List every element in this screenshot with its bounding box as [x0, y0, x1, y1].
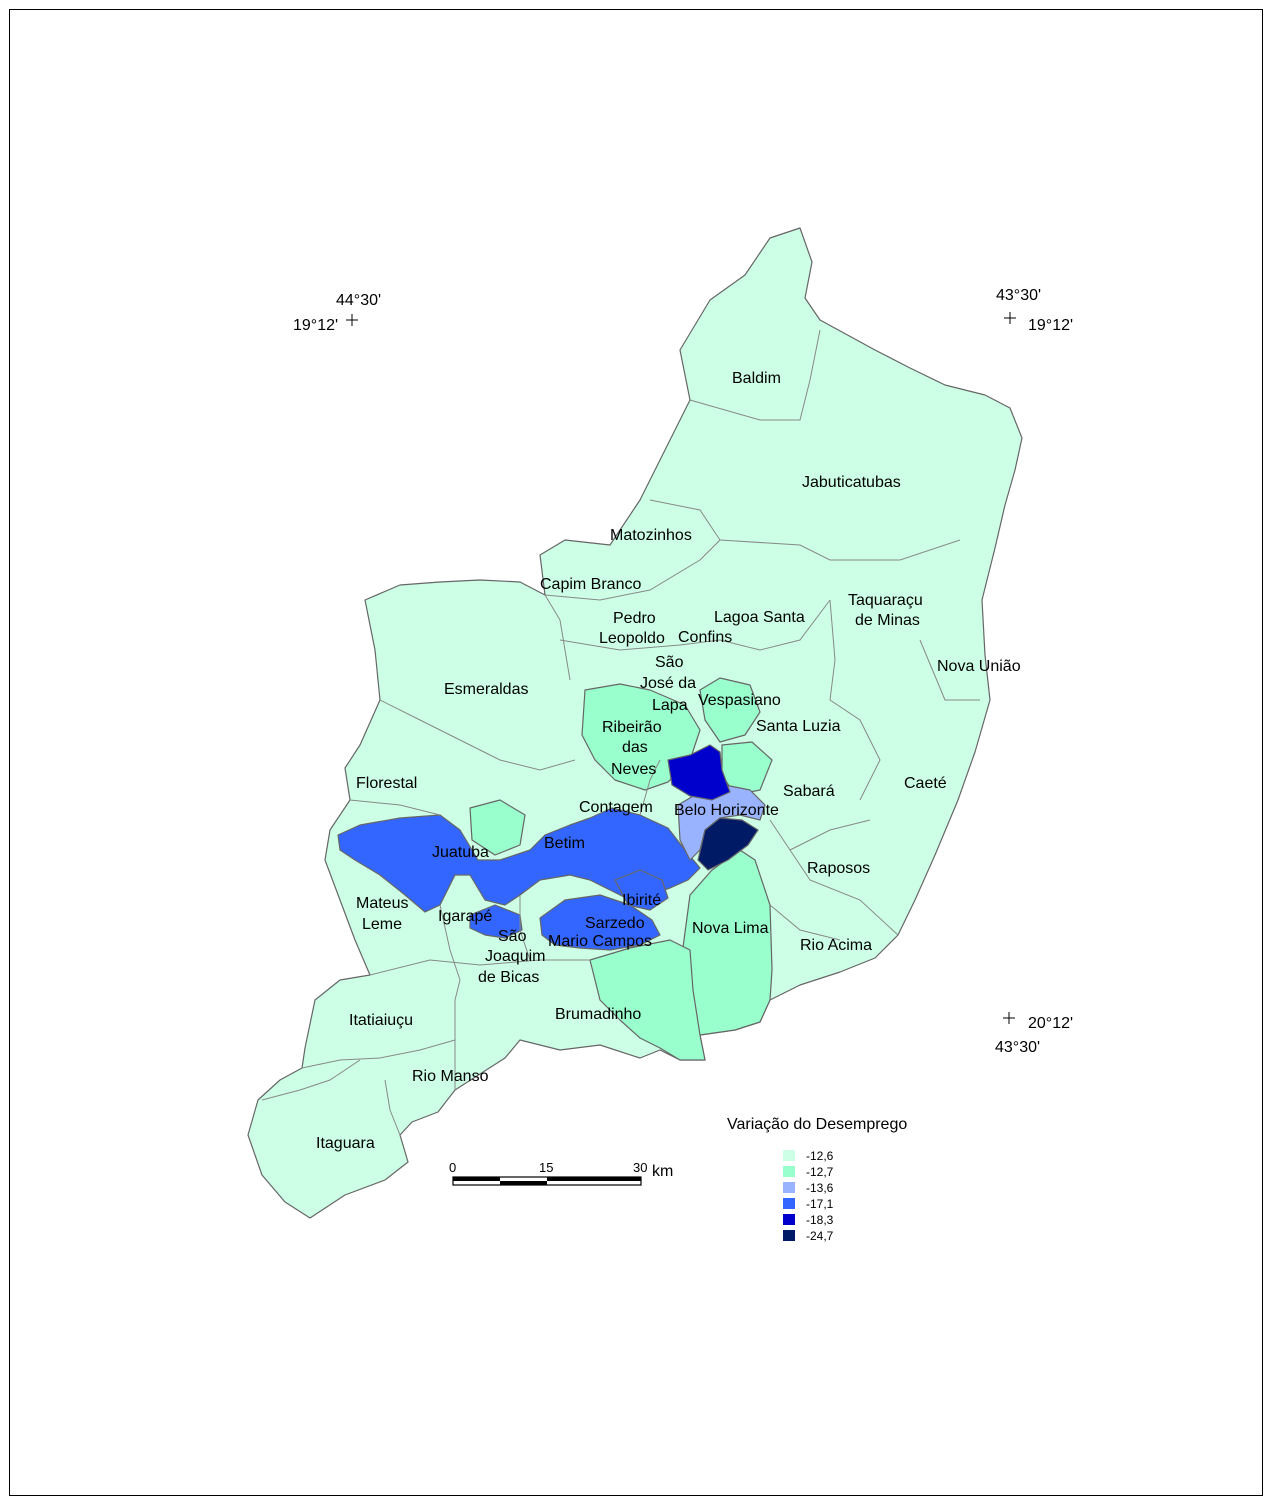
coord-nw-lon: 44°30' [336, 292, 381, 309]
label-florestal: Florestal [356, 775, 417, 792]
label-sarzedo: Sarzedo [585, 915, 645, 932]
label-matozinhos: Matozinhos [610, 527, 692, 544]
label-mario-campos: Mario Campos [548, 933, 652, 950]
legend: Variação do Desemprego -12,6 -12,7 -13,6 -1… [727, 1116, 907, 1243]
municipality-labels: Baldim Jabuticatubas Matozinhos Capim Br… [316, 370, 1021, 1152]
label-raposos: Raposos [807, 860, 870, 877]
label-capim-branco: Capim Branco [540, 576, 641, 593]
legend-swatch [783, 1150, 795, 1161]
label-nova-lima: Nova Lima [692, 920, 769, 937]
scale-tick-30: 30 [633, 1160, 647, 1175]
legend-title: Variação do Desemprego [727, 1116, 907, 1133]
region-ibirite [614, 869, 669, 911]
legend-label: -12,6 [806, 1149, 834, 1163]
legend-label: -18,3 [806, 1213, 834, 1227]
label-itaguara: Itaguara [316, 1135, 375, 1152]
scale-tick-15: 15 [539, 1160, 553, 1175]
label-sao-jose-da-lapa-2: José da [640, 675, 696, 692]
label-ribeirao-1: Ribeirão [602, 719, 662, 736]
map-frame [9, 9, 1263, 1496]
label-sao-joaquim-1: São [498, 928, 527, 945]
label-caete: Caeté [904, 775, 947, 792]
legend-swatch [783, 1230, 795, 1241]
label-belo-horizonte: Belo Horizonte [674, 802, 779, 819]
label-santa-luzia: Santa Luzia [756, 718, 841, 735]
label-contagem: Contagem [579, 799, 653, 816]
region-betim-west [469, 799, 526, 856]
scale-tick-0: 0 [449, 1160, 456, 1175]
label-itatiaiucu: Itatiaiuçu [349, 1012, 413, 1029]
legend-label: -13,6 [806, 1181, 834, 1195]
graticule-crosses [346, 312, 1016, 1024]
scale-unit: km [652, 1163, 673, 1180]
coord-ne-lat: 19°12' [1028, 317, 1073, 334]
scale-bar: 0 15 30 km [449, 1160, 673, 1186]
legend-swatch [783, 1214, 795, 1225]
coord-se-lon: 43°30' [995, 1039, 1040, 1056]
label-ribeirao-2: das [622, 739, 648, 756]
legend-swatch [783, 1198, 795, 1209]
coord-se-lat: 20°12' [1028, 1015, 1073, 1032]
label-sao-jose-da-lapa-1: São [655, 654, 684, 671]
legend-label: -24,7 [806, 1229, 834, 1243]
label-taquaracu-2: de Minas [855, 612, 920, 629]
label-betim: Betim [544, 835, 585, 852]
legend-label: -12,7 [806, 1165, 834, 1179]
coord-nw-lat: 19°12' [293, 317, 338, 334]
label-brumadinho: Brumadinho [555, 1006, 641, 1023]
label-sao-joaquim-2: Joaquim [485, 948, 545, 965]
label-vespasiano: Vespasiano [698, 692, 781, 709]
region-belo-horizonte-south [697, 817, 759, 871]
region-vespasiano [699, 677, 761, 743]
label-jabuticatubas: Jabuticatubas [802, 474, 901, 491]
region-venda-nova [667, 744, 731, 801]
label-pedro-leopoldo-1: Pedro [613, 610, 656, 627]
label-nova-uniao: Nova União [937, 658, 1021, 675]
legend-label: -17,1 [806, 1197, 834, 1211]
label-lagoa-santa: Lagoa Santa [714, 609, 805, 626]
label-ibirite: Ibirité [622, 892, 661, 909]
label-mateus-leme-1: Mateus [356, 895, 408, 912]
label-sabara: Sabará [783, 783, 835, 800]
label-ribeirao-3: Neves [611, 761, 656, 778]
label-igarape: Igarapé [438, 908, 492, 925]
municipal-boundaries [261, 329, 980, 1136]
region-brumadinho-part [589, 939, 706, 1061]
label-rio-manso: Rio Manso [412, 1068, 489, 1085]
label-taquaracu-1: Taquaraçu [848, 592, 923, 609]
region-sarzedo-mario-campos [539, 894, 661, 951]
coord-ne-lon: 43°30' [996, 287, 1041, 304]
label-baldim: Baldim [732, 370, 781, 387]
label-esmeraldas: Esmeraldas [444, 681, 528, 698]
region-igarape [469, 904, 523, 939]
label-juatuba: Juatuba [432, 844, 489, 861]
label-pedro-leopoldo-2: Leopoldo [599, 630, 665, 647]
label-sao-joaquim-3: de Bicas [478, 969, 539, 986]
label-rio-acima: Rio Acima [800, 937, 872, 954]
label-mateus-leme-2: Leme [362, 916, 402, 933]
legend-swatch [783, 1166, 795, 1177]
legend-swatch [783, 1182, 795, 1193]
label-confins: Confins [678, 629, 732, 646]
label-sao-jose-da-lapa-3: Lapa [652, 697, 688, 714]
